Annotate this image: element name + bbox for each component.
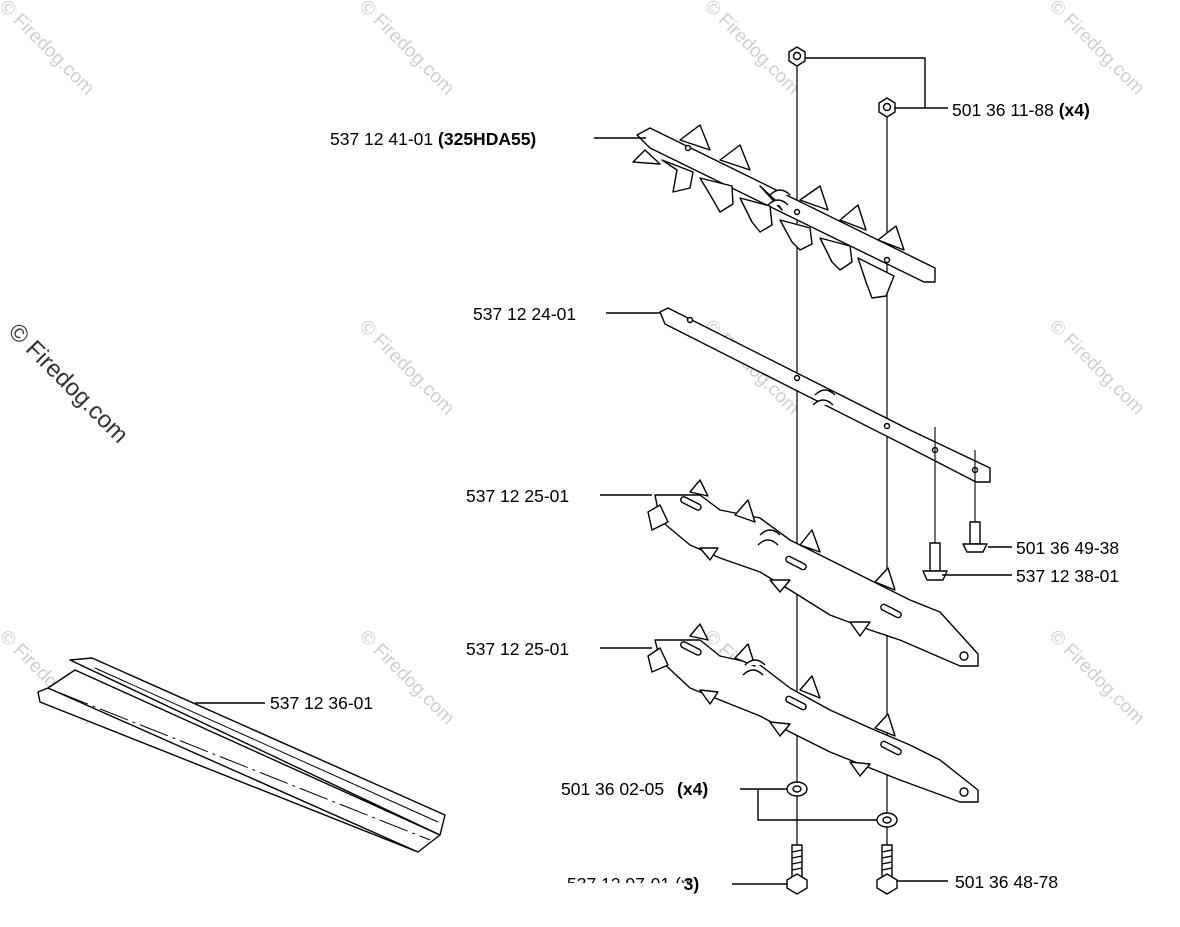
part-number: 537 12 07-01 (x xyxy=(567,874,690,894)
part-number: 537 12 41-01 xyxy=(330,129,434,149)
part-label-537-12-25-01-a: 537 12 25-01 xyxy=(466,486,569,506)
part-label-537-12-07-01: 537 12 07-01 (x3) xyxy=(567,874,699,894)
upper-blade xyxy=(632,124,936,299)
screw-501-36-49-38 xyxy=(962,521,988,553)
nut-top-right xyxy=(878,97,896,118)
part-note: (x4) xyxy=(1058,100,1090,120)
part-number: 537 12 24-01 xyxy=(473,304,577,324)
part-label-537-12-25-01-b: 537 12 25-01 xyxy=(466,639,569,659)
screw-537-12-38-01 xyxy=(922,542,948,581)
part-label-501-36-49-38: 501 36 49-38 xyxy=(1016,538,1119,558)
leader-501-36-02-05 xyxy=(740,788,877,821)
part-number: 537 12 25-01 xyxy=(466,486,570,506)
cutter-blade-2 xyxy=(647,623,979,803)
part-label-501-36-02-05: 501 36 02-05 (x4) xyxy=(561,779,708,799)
nut-top-left xyxy=(788,46,806,67)
part-number: 537 12 36-01 xyxy=(270,693,374,713)
bolt-right xyxy=(876,844,898,895)
part-number: 501 36 11-88 xyxy=(952,100,1054,120)
part-number: 501 36 02-05 xyxy=(561,779,665,799)
washer-left xyxy=(786,781,808,797)
part-number: 501 36 49-38 xyxy=(1016,538,1120,558)
cutter-blade-1 xyxy=(647,479,979,667)
bolt-left xyxy=(786,844,808,895)
part-number: 537 12 38-01 xyxy=(1016,566,1120,586)
blade-guard xyxy=(37,657,446,853)
part-note: (x4) xyxy=(677,779,709,799)
part-number: 501 36 48-78 xyxy=(955,872,1059,892)
part-note: 3) xyxy=(683,874,700,894)
part-label-537-12-41-01: 537 12 41-01 (325HDA55) xyxy=(330,129,536,149)
part-number: 537 12 25-01 xyxy=(466,639,570,659)
part-label-537-12-38-01: 537 12 38-01 xyxy=(1016,566,1119,586)
leader-501-36-11-88 xyxy=(805,57,948,109)
support-plate xyxy=(659,307,991,483)
washer-right xyxy=(876,812,898,828)
part-label-501-36-48-78: 501 36 48-78 xyxy=(955,872,1058,892)
part-label-537-12-24-01: 537 12 24-01 xyxy=(473,304,576,324)
part-label-501-36-11-88: 501 36 11-88 (x4) xyxy=(952,100,1090,120)
part-label-537-12-36-01: 537 12 36-01 xyxy=(270,693,373,713)
part-note: (325HDA55) xyxy=(438,129,537,149)
